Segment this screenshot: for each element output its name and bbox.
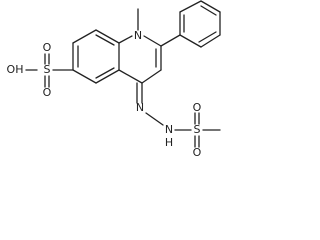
chemical-structure: N S O O OH N N H S O O [7, 0, 221, 159]
atom-oh-sulfonic-label: OH [7, 63, 24, 76]
atom-h-hydrazone-label: H [165, 136, 173, 149]
atom-s-sulfonic-label: S [44, 63, 51, 76]
atom-o-sulfonic-bottom-label: O [43, 86, 52, 99]
atom-o-mesyl-bottom-label: O [193, 146, 202, 159]
atom-n1-label: N [134, 29, 142, 42]
atom-o-mesyl-top-label: O [193, 101, 202, 114]
atom-labels: N S O O OH N N H S O O [7, 29, 202, 159]
atom-s-mesyl-label: S [194, 123, 201, 136]
atom-o-sulfonic-top-label: O [43, 41, 52, 54]
atom-nh-hydrazone-label: N [165, 123, 173, 136]
bond-lines [25, 0, 221, 148]
atom-n-hydrazone-1-label: N [136, 101, 144, 114]
